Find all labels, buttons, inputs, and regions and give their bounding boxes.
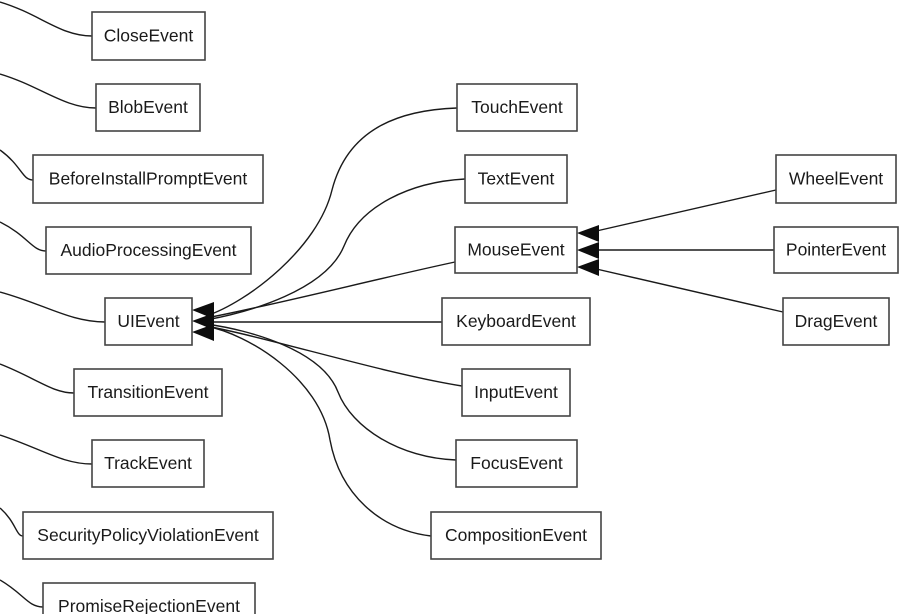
node-label: PointerEvent [786,240,886,260]
node-label: TrackEvent [104,453,192,473]
node-compositionevent[interactable]: CompositionEvent [430,511,602,560]
node-label: TransitionEvent [88,382,209,402]
edge-audioprocessingevent-to-event [0,221,47,252]
node-keyboardevent[interactable]: KeyboardEvent [441,297,591,346]
edge-trackevent-to-event [0,434,93,465]
node-label: FocusEvent [470,453,563,473]
nodes-layer: CloseEventBlobEventBeforeInstallPromptEv… [22,11,899,614]
node-trackevent[interactable]: TrackEvent [91,439,205,488]
node-transitionevent[interactable]: TransitionEvent [73,368,223,417]
node-beforeinstallpromptevent[interactable]: BeforeInstallPromptEvent [32,154,264,204]
node-box[interactable] [95,83,201,132]
edge-securitypolicyviolationevent-to-event [0,507,24,537]
edge-touchevent-to-uievent [205,107,458,317]
edge-beforeinstallpromptevent-to-event [0,149,34,181]
node-box[interactable] [104,297,193,346]
node-box[interactable] [461,368,571,417]
node-box[interactable] [455,439,578,488]
node-dragevent[interactable]: DragEvent [782,297,890,346]
node-promiserejectionevent[interactable]: PromiseRejectionEvent [42,582,256,614]
node-pointerevent[interactable]: PointerEvent [773,226,899,274]
node-box[interactable] [430,511,602,560]
node-label: SecurityPolicyViolationEvent [37,525,259,545]
node-label: BlobEvent [108,97,188,117]
node-wheelevent[interactable]: WheelEvent [775,154,897,204]
node-focusevent[interactable]: FocusEvent [455,439,578,488]
node-box[interactable] [42,582,256,614]
edges-layer [0,1,784,608]
node-box[interactable] [45,226,252,275]
node-securitypolicyviolationevent[interactable]: SecurityPolicyViolationEvent [22,511,274,560]
node-box[interactable] [782,297,890,346]
arrowheads-layer [192,225,599,341]
node-uievent[interactable]: UIEvent [104,297,193,346]
edge-focusevent-to-uievent [205,323,457,461]
edge-inputevent-to-uievent [205,325,463,387]
node-label: DragEvent [795,311,878,331]
arrowhead-icon [192,324,214,341]
edge-blobevent-to-event [0,73,97,109]
arrowhead-icon [192,313,214,330]
node-label: MouseEvent [467,240,564,260]
node-label: TouchEvent [471,97,563,117]
edge-mouseevent-to-uievent [205,261,456,319]
node-closeevent[interactable]: CloseEvent [91,11,206,61]
edge-compositionevent-to-uievent [205,325,432,537]
node-label: UIEvent [117,311,179,331]
node-label: TextEvent [478,169,555,189]
arrowhead-icon [192,302,214,319]
edge-uievent-to-event [0,291,106,323]
node-box[interactable] [32,154,264,204]
node-blobevent[interactable]: BlobEvent [95,83,201,132]
node-box[interactable] [464,154,568,204]
node-box[interactable] [773,226,899,274]
node-mouseevent[interactable]: MouseEvent [454,226,578,274]
edge-transitionevent-to-event [0,363,75,394]
edge-dragevent-to-mouseevent [591,267,784,313]
node-label: KeyboardEvent [456,311,576,331]
node-label: CloseEvent [104,26,194,46]
arrowhead-icon [577,225,599,242]
node-audioprocessingevent[interactable]: AudioProcessingEvent [45,226,252,275]
node-box[interactable] [22,511,274,560]
edge-wheelevent-to-mouseevent [591,189,777,233]
arrowhead-icon [577,259,599,276]
node-box[interactable] [775,154,897,204]
node-box[interactable] [456,83,578,132]
arrowhead-icon [577,242,599,259]
node-label: PromiseRejectionEvent [58,596,240,614]
node-box[interactable] [73,368,223,417]
node-box[interactable] [454,226,578,274]
node-label: InputEvent [474,382,558,402]
node-label: CompositionEvent [445,525,587,545]
node-textevent[interactable]: TextEvent [464,154,568,204]
node-inputevent[interactable]: InputEvent [461,368,571,417]
node-label: WheelEvent [789,169,883,189]
node-touchevent[interactable]: TouchEvent [456,83,578,132]
node-box[interactable] [91,439,205,488]
node-label: AudioProcessingEvent [60,240,236,260]
edge-closeevent-to-event [0,1,93,37]
node-label: BeforeInstallPromptEvent [49,169,248,189]
node-box[interactable] [91,11,206,61]
edge-promiserejectionevent-to-event [0,579,44,608]
node-box[interactable] [441,297,591,346]
